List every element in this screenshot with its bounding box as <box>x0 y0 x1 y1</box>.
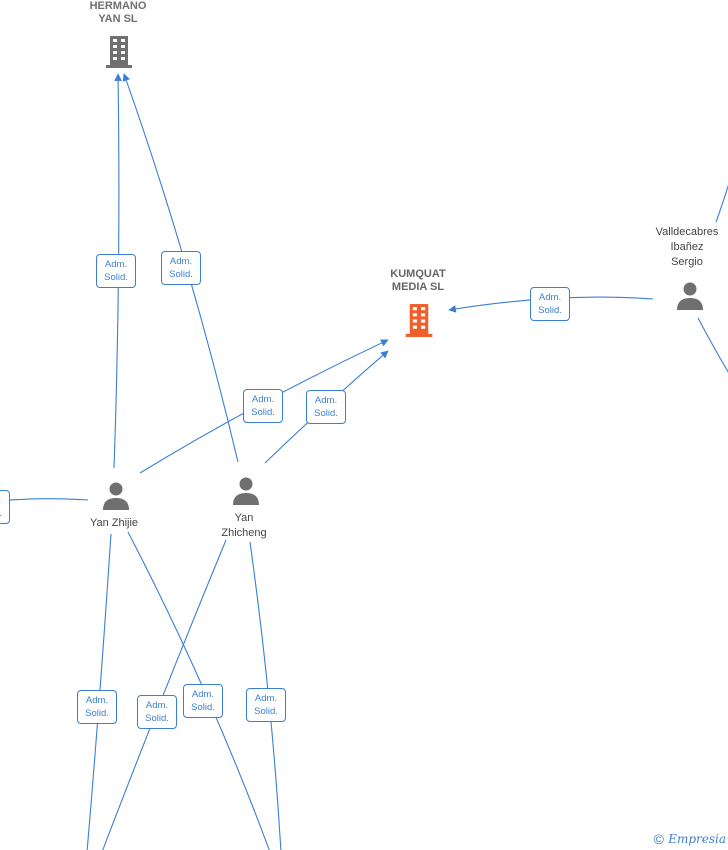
edge-label-line2: Solid. <box>104 272 128 283</box>
edge-label[interactable]: Adm. Solid. <box>246 688 286 722</box>
company-title-line: YAN SL <box>98 13 138 25</box>
person-icon[interactable] <box>101 481 131 511</box>
edge-label[interactable]: Adm. Solid. <box>183 684 223 718</box>
edge-label-line2: Solid. <box>254 706 278 717</box>
edge-label-line1: Adm. <box>538 292 562 303</box>
edge-label[interactable]: Adm. Solid. <box>137 695 177 729</box>
edge-valldecabres-offscreen-top <box>715 184 728 223</box>
edge-label[interactable]: Adm. Solid. <box>0 490 10 524</box>
brand-watermark: Empresia <box>668 832 726 846</box>
edge-valldecabres-offscreen-bottom <box>697 317 728 373</box>
person-name-line: Zhicheng <box>221 527 267 539</box>
person-name-line: Sergio <box>671 256 703 268</box>
edge-label-line1: Adm. <box>254 693 278 704</box>
edge-label-line1: Adm. <box>85 695 109 706</box>
building-icon[interactable] <box>403 303 435 338</box>
company-title-hermano[interactable]: HERMANO YAN SL <box>78 0 158 26</box>
person-name-line: Ibañez <box>670 241 704 253</box>
edge-label-line2: Solid. <box>85 708 109 719</box>
edge-label-line1: Adm. <box>145 700 169 711</box>
company-title-line: HERMANO <box>89 0 147 12</box>
edge-label-line1: Adm. <box>169 256 193 267</box>
edge-label[interactable]: Adm. Solid. <box>530 287 570 321</box>
edge-label-line1: Adm. <box>104 259 128 270</box>
edge-label-line2: Solid. <box>538 305 562 316</box>
edge-label[interactable]: Adm. Solid. <box>96 254 136 288</box>
edge-label-line2: Solid. <box>0 507 9 520</box>
edge-label-line1: Adm. <box>251 394 275 405</box>
edge-label-line2: Solid. <box>251 407 275 418</box>
edge-label-line1: Adm. <box>191 689 215 700</box>
edge-label-line1: Adm. <box>314 395 338 406</box>
edge-label[interactable]: Adm. Solid. <box>243 389 283 423</box>
person-name-zhicheng[interactable]: Yan Zhicheng <box>204 511 284 541</box>
building-icon[interactable] <box>104 35 134 69</box>
edge-label-line2: Solid. <box>191 702 215 713</box>
edge-label-line1: Adm. <box>0 494 9 507</box>
company-title-line: MEDIA SL <box>391 281 445 293</box>
edge-label-line2: Solid. <box>169 269 193 280</box>
edge-label-line2: Solid. <box>314 408 338 419</box>
person-name-line: Valldecabres <box>655 226 719 238</box>
copyright-icon: © <box>653 831 664 847</box>
person-name-line: Yan <box>234 512 254 524</box>
person-name-valldecabres[interactable]: Valldecabres Ibañez Sergio <box>643 225 728 270</box>
person-icon[interactable] <box>231 476 261 506</box>
person-name-zhijie[interactable]: Yan Zhijie <box>74 516 154 531</box>
edge-label[interactable]: Adm. Solid. <box>77 690 117 724</box>
edge-label-line2: Solid. <box>145 713 169 724</box>
edge-label[interactable]: Adm. Solid. <box>161 251 201 285</box>
company-title-line: KUMQUAT <box>390 268 446 280</box>
person-name-line: Yan Zhijie <box>89 517 139 529</box>
edge-label[interactable]: Adm. Solid. <box>306 390 346 424</box>
person-icon[interactable] <box>675 281 705 311</box>
company-title-kumquat[interactable]: KUMQUAT MEDIA SL <box>374 268 462 294</box>
edge-zhijie-offscreen-left <box>0 498 89 502</box>
